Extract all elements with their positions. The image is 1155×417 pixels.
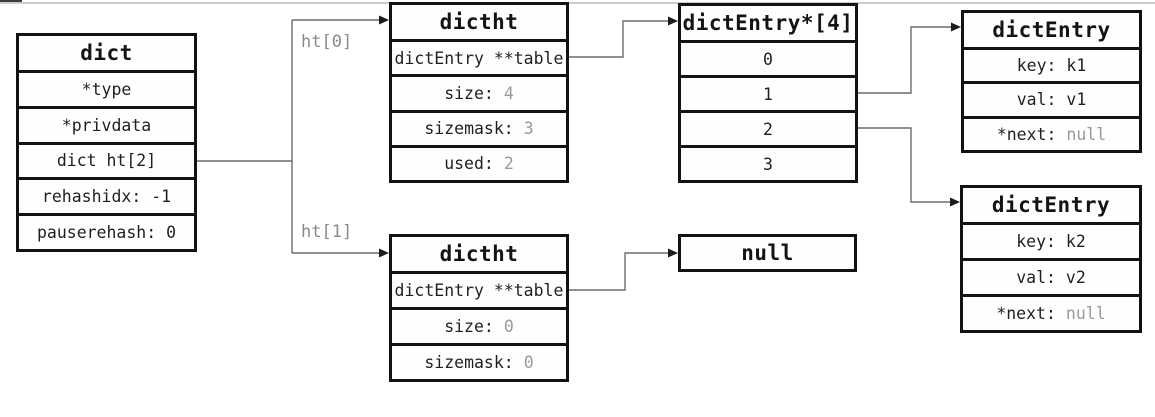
arrowhead-to-dictht1 <box>379 248 389 258</box>
row-label: size: <box>444 317 494 336</box>
dict-row-rehashidx: rehashidx: -1 <box>19 180 194 217</box>
entry2-row-next: *next: null <box>963 297 1139 330</box>
entry2-box: dictEntry key: k2 val: v2 *next: null <box>960 185 1142 333</box>
row-label: dict ht[2] <box>56 151 157 171</box>
row-label: sizemask: <box>424 119 514 139</box>
row-value: 3 <box>523 119 534 139</box>
arrowhead-to-bucket-array <box>668 16 678 26</box>
row-label: rehashidx: -1 <box>41 187 172 207</box>
arrowhead-to-null <box>668 248 678 258</box>
entry2-box-title: dictEntry <box>963 188 1139 225</box>
dictht1-row-sizemask: sizemask: 0 <box>392 346 566 379</box>
dictht1-box: dictht dictEntry **table size: 0 sizemask… <box>389 234 569 382</box>
dict-row-ht: dict ht[2] <box>19 145 194 181</box>
row-label: *next: <box>996 124 1057 144</box>
row-label: val: v2 <box>1016 268 1086 287</box>
connector-ht1-table-to-null <box>569 252 671 291</box>
entry1-row-next: *next: null <box>964 119 1139 150</box>
entry2-row-val: val: v2 <box>963 261 1139 297</box>
bucket-row-1: 1 <box>681 78 855 113</box>
row-value: 0 <box>503 317 514 336</box>
row-label: dictEntry **table <box>394 48 564 68</box>
entry1-box-title: dictEntry <box>964 13 1139 50</box>
row-value: null <box>1066 124 1107 144</box>
row-value: 4 <box>503 83 514 103</box>
dictht1-row-size: size: 0 <box>392 310 566 346</box>
arrowhead-to-entry2 <box>950 197 960 207</box>
null-box-title: null <box>741 241 794 265</box>
dictht0-row-used: used: 2 <box>392 148 566 180</box>
row-label: 0 <box>763 49 773 69</box>
row-label: size: <box>444 83 494 103</box>
null-box: null <box>678 234 857 272</box>
row-label: dictEntry **table <box>394 281 564 300</box>
row-label: sizemask: <box>424 353 514 372</box>
entry1-box: dictEntry key: k1 val: v1 *next: null <box>961 10 1142 153</box>
dictht1-box-title: dictht <box>392 237 566 274</box>
ht0-branch-label: ht[0] <box>301 32 353 52</box>
entry1-row-key: key: k1 <box>964 50 1139 85</box>
dict-box-title: dict <box>19 36 194 73</box>
row-label: val: v1 <box>1016 90 1087 110</box>
row-value: 2 <box>503 154 514 174</box>
row-label: 2 <box>763 119 773 139</box>
connector-dict-to-dictht <box>197 19 381 254</box>
bucket-row-2: 2 <box>681 113 855 148</box>
dictht1-row-table: dictEntry **table <box>392 274 566 310</box>
row-label: 1 <box>763 84 773 104</box>
top-divider-line <box>0 2 1155 4</box>
bucket-array-box-title: dictEntry*[4] <box>681 6 855 43</box>
bucket-array-box: dictEntry*[4] 0 1 2 3 <box>678 3 858 183</box>
dictht0-row-size: size: 4 <box>392 77 566 113</box>
entry2-row-key: key: k2 <box>963 225 1139 261</box>
dict-box: dict *type *privdata dict ht[2] rehashid… <box>16 33 197 252</box>
row-label: pauserehash: 0 <box>36 223 177 243</box>
dictht0-box: dictht dictEntry **table size: 4 sizemask… <box>389 2 569 183</box>
arrowhead-to-dictht0 <box>379 15 389 25</box>
row-label: used: <box>444 154 494 174</box>
dict-row-pauserehash: pauserehash: 0 <box>19 216 194 249</box>
entry1-row-val: val: v1 <box>964 84 1139 119</box>
bucket-row-3: 3 <box>681 148 855 180</box>
bucket-row-0: 0 <box>681 43 855 78</box>
row-label: *next: <box>996 304 1056 323</box>
connector-bucket1-to-entry1 <box>858 26 954 94</box>
dict-row-type: *type <box>19 73 194 109</box>
dictht0-row-table: dictEntry **table <box>392 42 566 78</box>
dictht0-box-title: dictht <box>392 5 566 42</box>
row-label: *privdata <box>61 115 152 135</box>
dict-row-privdata: *privdata <box>19 109 194 145</box>
dictht0-row-sizemask: sizemask: 3 <box>392 113 566 148</box>
row-value: 0 <box>523 353 534 372</box>
row-label: 3 <box>763 154 773 174</box>
row-label: *type <box>81 79 132 99</box>
row-value: null <box>1065 304 1106 323</box>
row-label: key: k2 <box>1016 232 1086 251</box>
connector-bucket2-to-entry2 <box>858 127 953 203</box>
row-label: key: k1 <box>1016 56 1087 76</box>
connector-ht0-table-to-bucket-array <box>569 20 671 58</box>
ht1-branch-label: ht[1] <box>301 222 353 242</box>
arrowhead-to-entry1 <box>951 22 961 32</box>
